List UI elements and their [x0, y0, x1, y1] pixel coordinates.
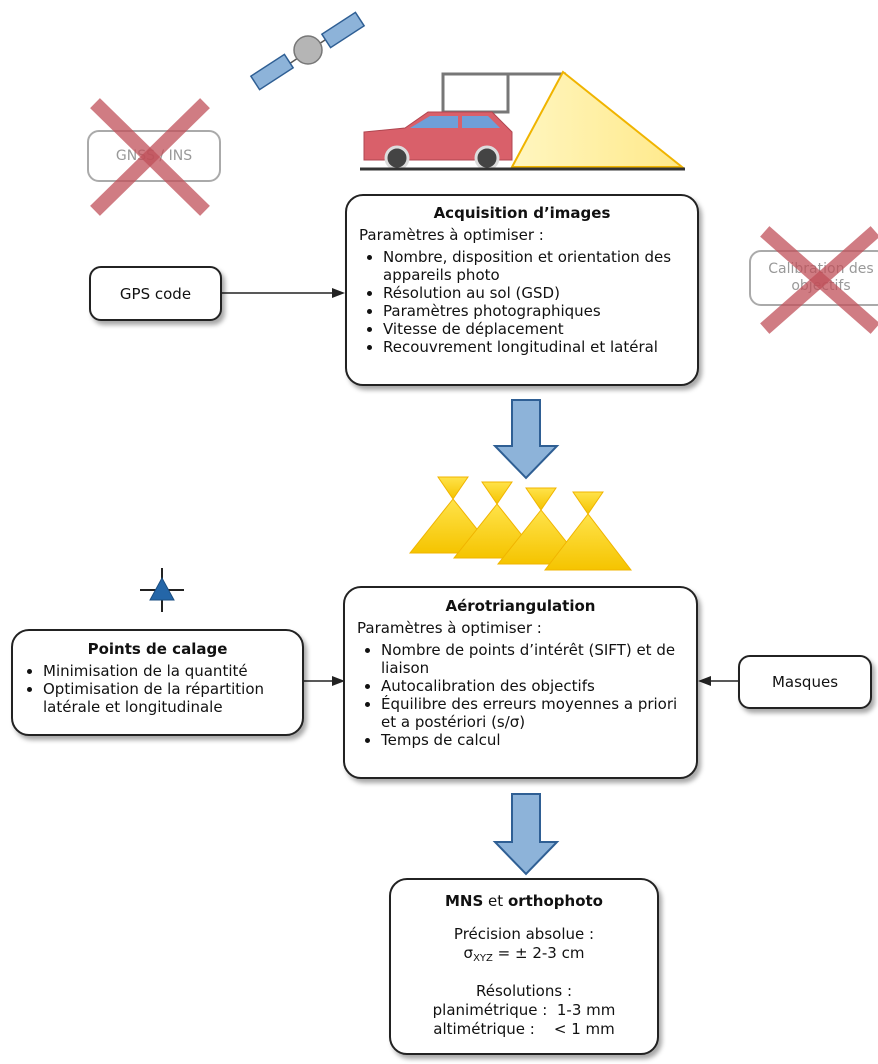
- altimetric-resolution: altimétrique : < 1 mm: [433, 1020, 615, 1038]
- connector-arrows: [222, 288, 738, 686]
- list-item: Nombre, disposition et orientation des a…: [383, 248, 691, 284]
- points-list: Minimisation de la quantité Optimisation…: [19, 662, 296, 716]
- list-item: Paramètres photographiques: [383, 302, 691, 320]
- aero-title: Aérotriangulation: [445, 597, 596, 615]
- control-point-target-icon: [140, 568, 184, 612]
- sigma-value: = ± 2-3 cm: [492, 944, 585, 962]
- cross-icon: [760, 226, 878, 334]
- mns-orthophoto-box: MNS et orthophoto Précision absolue : σX…: [389, 878, 659, 1055]
- cross-icon: [90, 98, 210, 216]
- list-item: Minimisation de la quantité: [43, 662, 296, 680]
- list-item: Nombre de points d’intérêt (SIFT) et de …: [381, 641, 690, 677]
- list-item: Équilibre des erreurs moyennes a priori …: [381, 695, 690, 731]
- list-item: Optimisation de la répartition latérale …: [43, 680, 296, 716]
- acquisition-title: Acquisition d’images: [433, 204, 611, 222]
- list-item: Autocalibration des objectifs: [381, 677, 690, 695]
- precision-label: Précision absolue :: [453, 925, 595, 943]
- list-item: Résolution au sol (GSD): [383, 284, 691, 302]
- gnss-ins-box: GNSS / INS: [87, 130, 221, 182]
- points-title: Points de calage: [87, 640, 228, 658]
- acquisition-subtitle: Paramètres à optimiser :: [359, 226, 544, 244]
- aerotriangulation-box: Aérotriangulation Paramètres à optimiser…: [343, 586, 698, 779]
- aero-subtitle: Paramètres à optimiser :: [357, 619, 542, 637]
- down-arrow-icon: [492, 793, 560, 876]
- camera-cones-icon: [408, 476, 633, 571]
- down-arrow-icon: [492, 399, 560, 480]
- list-item: Temps de calcul: [381, 731, 690, 749]
- satellite-icon: [249, 11, 366, 91]
- sigma-symbol: σ: [463, 944, 474, 962]
- mns-title-bold: MNS: [444, 892, 484, 910]
- sigma-subscript: XYZ: [473, 953, 493, 964]
- mns-title-mid: et: [483, 892, 508, 910]
- acquisition-list: Nombre, disposition et orientation des a…: [353, 248, 691, 356]
- resolutions-label: Résolutions :: [475, 982, 572, 1000]
- points-de-calage-box: Points de calage Minimisation de la quan…: [11, 629, 304, 736]
- precision-value: σXYZ = ± 2-3 cm: [397, 944, 651, 968]
- acquisition-box: Acquisition d’images Paramètres à optimi…: [345, 194, 699, 386]
- planimetric-resolution: planimétrique : 1-3 mm: [432, 1001, 616, 1019]
- masques-label: Masques: [771, 673, 839, 691]
- gps-code-box: GPS code: [89, 266, 222, 321]
- masques-box: Masques: [738, 655, 872, 709]
- list-item: Recouvrement longitudinal et latéral: [383, 338, 691, 356]
- mns-title: MNS et orthophoto: [397, 892, 651, 911]
- aero-list: Nombre de points d’intérêt (SIFT) et de …: [351, 641, 690, 749]
- gps-code-label: GPS code: [119, 284, 192, 303]
- list-item: Vitesse de déplacement: [383, 320, 691, 338]
- mobile-mapping-vehicle-icon: [360, 70, 685, 171]
- orthophoto-title-bold: orthophoto: [507, 892, 603, 910]
